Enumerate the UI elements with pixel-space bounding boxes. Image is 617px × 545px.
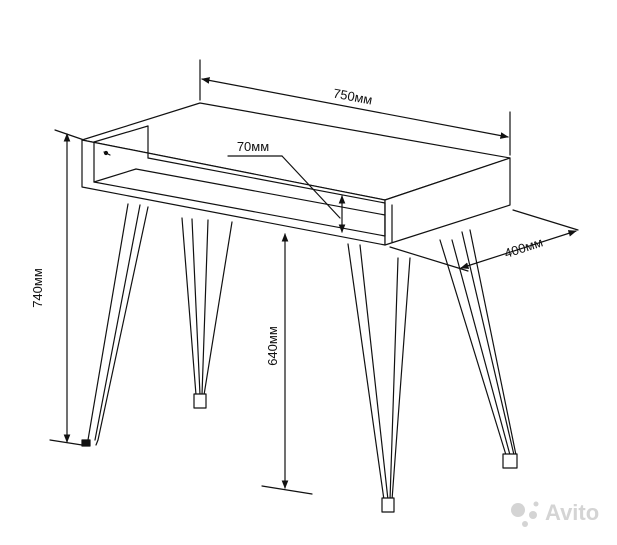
leg-front-left [81, 203, 149, 447]
table-top [81, 102, 511, 246]
label-width: 750мм [332, 86, 374, 108]
avito-watermark-text: Avito [545, 500, 599, 525]
avito-logo-icon [511, 501, 539, 527]
leg-back-right [439, 229, 518, 469]
label-leg-height: 640мм [265, 326, 280, 366]
dimension-depth [389, 209, 579, 272]
dimension-leg-height [261, 233, 313, 495]
label-height: 740мм [30, 268, 45, 308]
label-depth: 400мм [502, 234, 544, 261]
leg-back-left [181, 217, 233, 409]
label-shelf-gap: 70мм [237, 139, 269, 154]
leg-front-right [347, 243, 411, 513]
dimension-shelf-gap [227, 155, 346, 233]
avito-watermark: Avito [511, 500, 599, 527]
dimension-height [49, 129, 85, 446]
dimension-width [199, 59, 511, 156]
